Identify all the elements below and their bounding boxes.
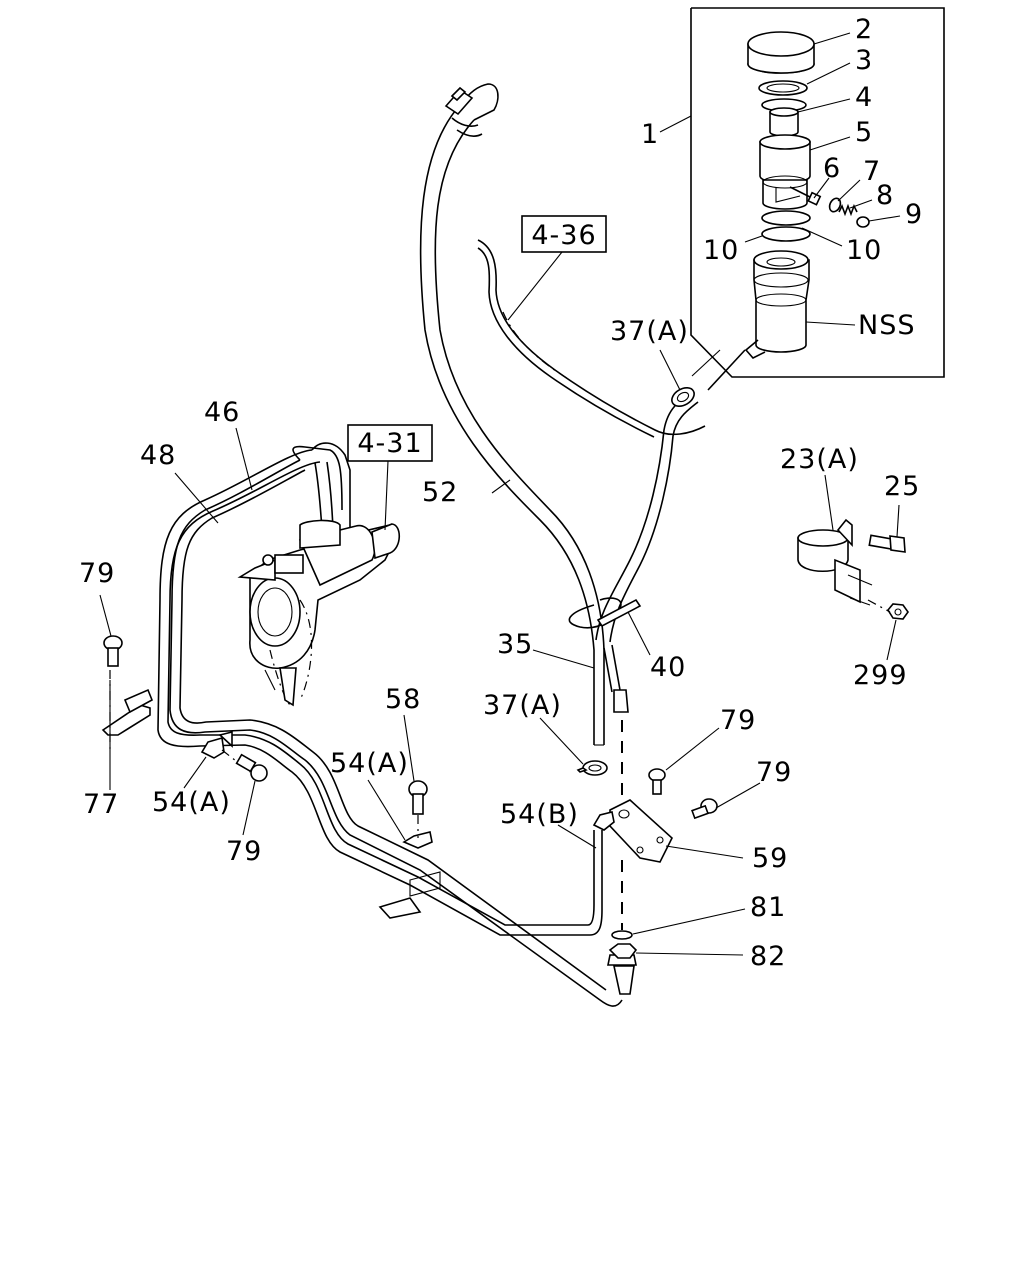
clamp-54b — [592, 811, 615, 831]
strainer — [761, 98, 807, 137]
nut-299 — [887, 603, 909, 620]
pipe-35 — [603, 644, 629, 930]
callout-10-left: 10 — [703, 235, 739, 266]
bolt-25 — [868, 534, 906, 553]
callout-9: 9 — [905, 199, 923, 230]
callout-40: 40 — [650, 652, 686, 683]
oring-10-upper — [761, 210, 811, 226]
callout-79-left-bottom: 79 — [226, 836, 262, 867]
callout-52: 52 — [422, 477, 458, 508]
callout-79-right-b: 79 — [756, 757, 792, 788]
reservoir-cap — [747, 31, 815, 74]
callout-6: 6 — [823, 153, 841, 184]
callout-nss: NSS — [858, 310, 915, 341]
clamp-54a-mid — [378, 831, 441, 919]
callout-54a-mid: 54(A) — [330, 748, 409, 779]
return-hose — [595, 349, 746, 643]
callout-79-left-top: 79 — [79, 558, 115, 589]
oring-10-lower — [761, 226, 811, 242]
callout-37a-top: 37(A) — [610, 316, 689, 347]
bracket-59 — [609, 799, 673, 863]
callout-8: 8 — [876, 180, 894, 211]
callout-3: 3 — [855, 45, 873, 76]
callout-54b: 54(B) — [500, 799, 579, 830]
callout-1: 1 — [641, 119, 659, 150]
callout-46: 46 — [204, 397, 240, 428]
clamp-54a-left — [200, 730, 233, 759]
washer-81 — [611, 930, 633, 940]
loop-clamp-40 — [568, 597, 642, 629]
reference-box-4-31: 4-31 — [347, 424, 433, 531]
callout-4: 4 — [855, 82, 873, 113]
bolt-58 — [408, 780, 428, 838]
callout-25: 25 — [884, 471, 920, 502]
callout-81: 81 — [750, 892, 786, 923]
callout-37a-mid: 37(A) — [483, 690, 562, 721]
callout-58: 58 — [385, 684, 421, 715]
callout-labels: 2 3 4 1 5 6 7 8 9 10 10 NSS 37(A) 23(A) … — [79, 14, 923, 972]
callout-77: 77 — [83, 789, 119, 820]
bolt-79-right-a — [648, 768, 666, 795]
oring-9 — [856, 216, 870, 228]
bracket-23a — [797, 518, 873, 606]
reservoir-lower-body — [744, 250, 810, 359]
svg-text:4-31: 4-31 — [357, 428, 422, 459]
bolt-79-left-top — [103, 635, 123, 667]
hose-clamp-37a-mid — [576, 760, 608, 776]
steering-gearbox — [237, 519, 401, 707]
spring-8 — [838, 203, 858, 217]
reservoir-upper-body — [759, 134, 811, 210]
callout-59: 59 — [752, 843, 788, 874]
reservoir-inset — [690, 7, 945, 378]
cap-seal — [758, 80, 808, 96]
svg-text:4-36: 4-36 — [531, 220, 596, 251]
reference-box-4-36: 4-36 — [507, 215, 607, 321]
callout-35: 35 — [497, 629, 533, 660]
callout-82: 82 — [750, 941, 786, 972]
callout-5: 5 — [855, 117, 873, 148]
bolt-79-left-bottom — [221, 749, 268, 782]
callout-2: 2 — [855, 14, 873, 45]
callout-7: 7 — [863, 156, 881, 187]
bolt-79-right-b — [691, 798, 718, 820]
washer-7 — [828, 197, 842, 213]
hose-52 — [419, 83, 605, 746]
callout-10-right: 10 — [846, 235, 882, 266]
pipes-46-48 — [157, 442, 637, 1007]
bracket-77 — [101, 670, 154, 750]
callout-48: 48 — [140, 440, 176, 471]
leader-lines — [99, 115, 900, 956]
callout-79-right-a: 79 — [720, 705, 756, 736]
callout-23a: 23(A) — [780, 444, 859, 475]
callout-299: 299 — [853, 660, 908, 691]
hose-clamp-37a-top — [671, 387, 695, 407]
nut-82 — [608, 943, 638, 959]
callout-54a-left: 54(A) — [152, 787, 231, 818]
